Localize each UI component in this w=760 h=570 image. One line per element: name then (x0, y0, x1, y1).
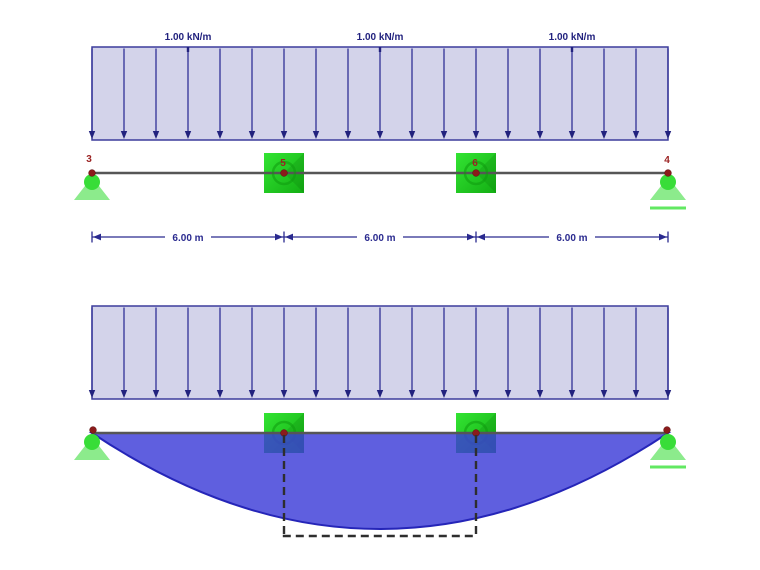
node-3[interactable] (88, 169, 96, 177)
load-label-tick (378, 47, 382, 52)
node-6[interactable] (472, 169, 480, 177)
node-4[interactable] (664, 169, 672, 177)
load-label-tick (570, 47, 574, 52)
load-arrows (88, 48, 672, 139)
dimension-label-1: 6.00 m (172, 233, 203, 244)
pinned-support-left[interactable] (74, 174, 110, 200)
node-label-4: 4 (664, 155, 670, 166)
dimension-label-3: 6.00 m (556, 233, 587, 244)
node-4-result[interactable] (663, 426, 671, 434)
node-5[interactable] (280, 169, 288, 177)
dimension-chain[interactable]: 6.00 m 6.00 m 6.00 m (91, 230, 669, 244)
node-3-result[interactable] (89, 426, 97, 434)
node-label-6: 6 (472, 158, 478, 169)
load-label-tick (186, 47, 190, 52)
roller-support-right-result[interactable] (650, 434, 686, 469)
load-arrows (88, 307, 672, 398)
load-label-1: 1.00 kN/m (165, 32, 212, 43)
moment-section-outline (282, 435, 478, 538)
result-view (74, 305, 686, 538)
load-label-2: 1.00 kN/m (357, 32, 404, 43)
model-view: 1.00 kN/m 1.00 kN/m 1.00 kN/m 3 (74, 32, 686, 244)
node-label-3: 3 (86, 154, 92, 165)
dimension-label-2: 6.00 m (364, 233, 395, 244)
load-label-3: 1.00 kN/m (549, 32, 596, 43)
pinned-support-left-result[interactable] (74, 434, 110, 460)
bending-moment-diagram[interactable] (88, 432, 672, 530)
node-label-5: 5 (280, 158, 286, 169)
hinge-ring-5 (271, 160, 297, 186)
distributed-load-block[interactable]: 1.00 kN/m 1.00 kN/m 1.00 kN/m (88, 32, 672, 141)
hinge-ring-6 (463, 160, 489, 186)
distributed-load-block-result[interactable] (88, 305, 672, 400)
roller-support-right[interactable] (650, 174, 686, 210)
